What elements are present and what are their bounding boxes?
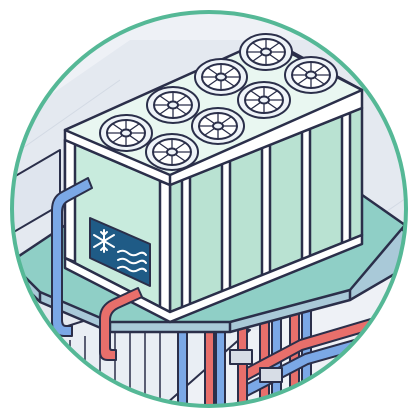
fan-4	[239, 33, 293, 71]
control-panel	[89, 217, 151, 287]
fan-6	[191, 107, 245, 145]
fan-3	[194, 58, 248, 96]
cold-pipe	[51, 177, 93, 337]
fan-7	[237, 81, 291, 119]
fan-1	[99, 114, 153, 152]
fan-8	[284, 56, 338, 94]
snowflake-icon	[93, 229, 115, 253]
hot-pipe	[99, 287, 143, 361]
fan-2	[146, 86, 200, 124]
water-waves-icon	[117, 249, 147, 273]
fan-5	[145, 133, 199, 171]
badge-ring	[10, 10, 408, 408]
fan-array	[99, 33, 338, 171]
